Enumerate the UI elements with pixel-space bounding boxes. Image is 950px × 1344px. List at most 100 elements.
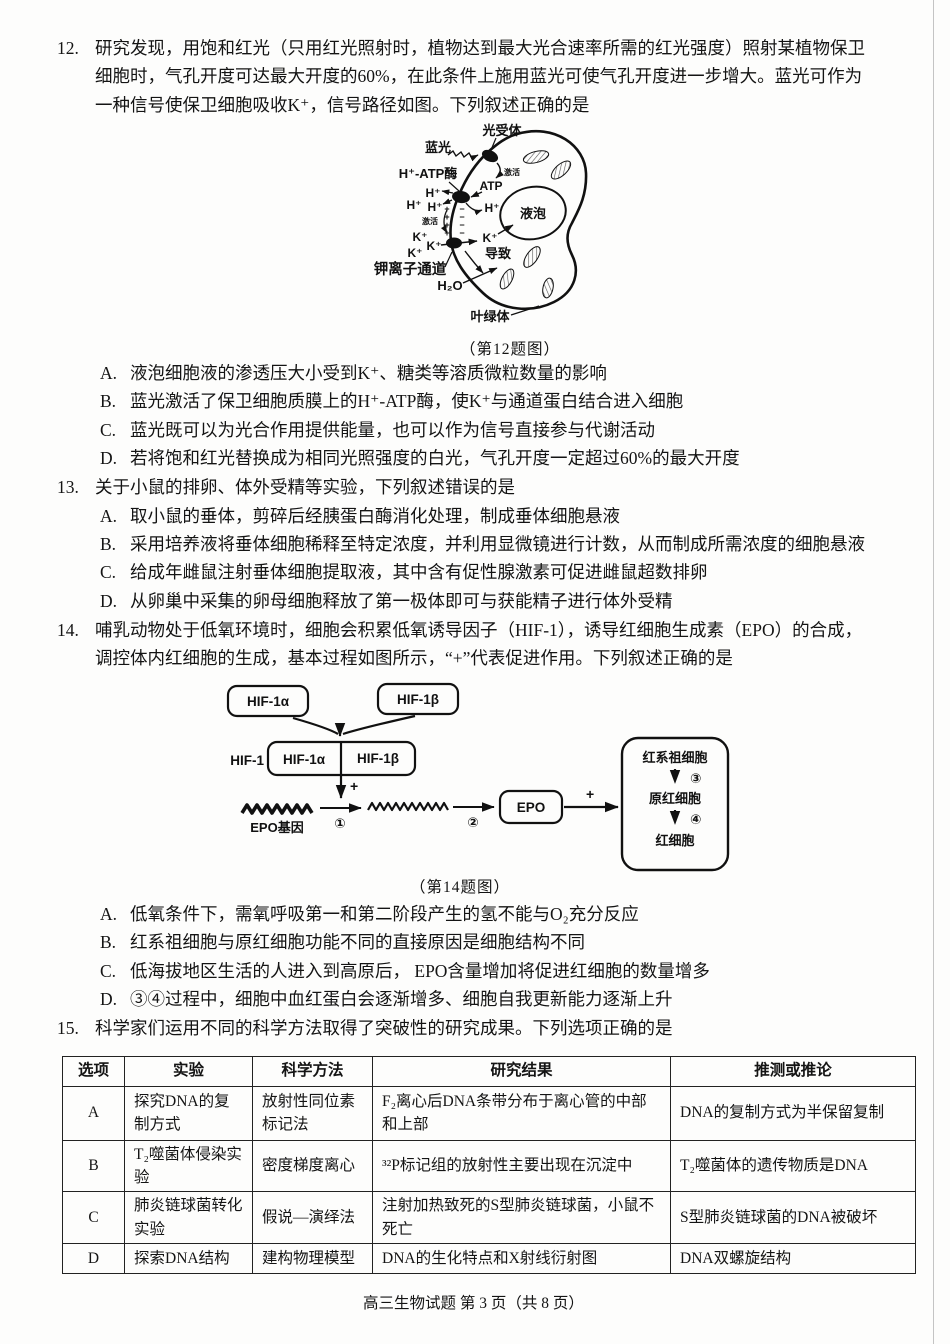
svg-text:+: + — [444, 212, 449, 222]
hif1a-complex-label: HIF-1α — [283, 752, 326, 767]
cell-experiment: 探索DNA结构 — [124, 1243, 253, 1275]
progenitor-cell-label: 红系祖细胞 — [642, 750, 707, 765]
blue-light-ray-arrow — [447, 149, 479, 162]
cell-method: 放射性同位素标记法 — [252, 1085, 373, 1141]
option-letter: B. — [100, 391, 117, 412]
question-14-number: 14. — [57, 620, 79, 641]
cell-option: C — [62, 1191, 125, 1245]
svg-text:−: − — [459, 212, 464, 222]
question-14-option-a: A.低氧条件下，需氧呼吸第一和第二阶段产生的氢不能与O₂充分反应 — [57, 900, 920, 928]
option-text: 蓝光既可以为光合作用提供能量，也可以作为信号直接参与代谢活动 — [130, 419, 655, 440]
question-12-option-a: A.液泡细胞液的渗透压大小受到K⁺、糖类等溶质微粒数量的影响 — [57, 359, 920, 387]
guard-cell-diagram: 液泡 光受体 蓝光 激活 H⁺-ATP酶 ATP — [374, 123, 588, 324]
question-14-option-c: C.低海拔地区生活的人进入到高原后， EPO含量增加将促进红细胞的数量增多 — [57, 957, 920, 985]
pump-out-arrow-2 — [442, 198, 453, 205]
cell-result: 注射加热致死的S型肺炎链球菌，小鼠不死亡 — [372, 1191, 671, 1245]
option-text: ③④过程中，细胞中血红蛋白会逐渐增多、细胞自我更新能力逐渐上升 — [130, 988, 673, 1009]
question-12-option-c: C. 蓝光既可以为光合作用提供能量，也可以作为信号直接参与代谢活动 — [57, 416, 920, 444]
k-to-vacuole-arrow — [497, 224, 514, 235]
option-text: 取小鼠的垂体，剪碎后经胰蛋白酶消化处理，制成垂体细胞悬液 — [130, 505, 620, 526]
cell-inference: T₂噬菌体的遗传物质是DNA — [670, 1139, 916, 1193]
water-label: H₂O — [437, 278, 462, 293]
cell-option: D — [62, 1243, 125, 1275]
col-header-option: 选项 — [62, 1055, 125, 1087]
svg-text:−: − — [459, 228, 464, 238]
question-12-option-b: B.蓝光激活了保卫细胞质膜上的H⁺-ATP酶，使K⁺与通道蛋白结合进入细胞 — [57, 387, 920, 415]
hif1b-complex-label: HIF-1β — [357, 751, 399, 766]
cell-experiment: T₂噬菌体侵染实验 — [124, 1139, 253, 1193]
table-row: A 探究DNA的复制方式 放射性同位素标记法 F₂离心后DNA条带分布于离心管的… — [62, 1085, 916, 1141]
question-13-number: 13. — [57, 477, 79, 498]
svg-text:+: + — [444, 220, 449, 230]
question-13-option-b: B. 采用培养液将垂体细胞稀释至特定浓度，并利用显微镜进行计数，从而制成所需浓度的… — [57, 530, 920, 558]
water-in-arrow — [462, 267, 498, 284]
question-12-stem-block: 12. 研究发现，用饱和红光（只用红光照射时，植物达到最大光合速率所需的红光强度… — [57, 34, 920, 119]
cell-result: DNA的生化特点和X射线衍射图 — [372, 1243, 671, 1275]
figure-12-caption: （第12题图） — [459, 341, 560, 359]
table-header-row: 选项 实验 科学方法 研究结果 推测或推论 — [62, 1055, 916, 1087]
question-14-option-b: B. 红系祖细胞与原红细胞功能不同的直接原因是细胞结构不同 — [57, 928, 920, 956]
col-header-inference: 推测或推论 — [670, 1055, 916, 1087]
pump-in-arrow — [465, 202, 483, 216]
option-letter: B. — [100, 534, 117, 555]
option-text: 低海拔地区生活的人进入到高原后， EPO含量增加将促进红细胞的数量增多 — [130, 960, 710, 981]
photoreceptor-pointer-line — [490, 137, 497, 151]
k-influx-arrow — [440, 238, 478, 246]
cell-method: 建构物理模型 — [252, 1243, 373, 1275]
option-letter: B. — [100, 932, 117, 953]
chloroplast-label: 叶绿体 — [470, 309, 510, 324]
question-13-option-d: D.从卵巢中采集的卵母细胞释放了第一极体即可与获能精子进行体外受精 — [57, 587, 920, 615]
k-out-3: K⁺ — [408, 246, 423, 260]
option-text: 采用培养液将垂体细胞稀释至特定浓度，并利用显微镜进行计数，从而制成所需浓度的细胞… — [130, 534, 865, 555]
k-in: K⁺ — [483, 231, 498, 245]
cell-lineage-box — [620, 736, 730, 872]
cell-inference: DNA双螺旋结构 — [670, 1243, 916, 1275]
col-header-result: 研究结果 — [372, 1055, 671, 1087]
question-13-option-a: A.取小鼠的垂体，剪碎后经胰蛋白酶消化处理，制成垂体细胞悬液 — [57, 502, 920, 530]
cell-option: A — [62, 1085, 125, 1141]
option-letter: A. — [100, 903, 118, 924]
mrna-zigzag — [367, 801, 449, 811]
page-footer: 高三生物试题 第 3 页（共 8 页） — [363, 1295, 584, 1313]
cell-result: F₂离心后DNA条带分布于离心管的中部和上部 — [372, 1085, 671, 1141]
h-in: H⁺ — [485, 201, 500, 215]
h-out-3: H⁺ — [428, 200, 443, 214]
atpase-pointer-line — [448, 181, 460, 192]
cell-method: 假说—演绎法 — [252, 1191, 373, 1245]
step1-label: ① — [334, 816, 345, 831]
epo-gene-label: EPO基因 — [250, 820, 303, 835]
table-row: D 探索DNA结构 建构物理模型 DNA的生化特点和X射线衍射图 DNA双螺旋结… — [62, 1243, 916, 1275]
figure-14-caption: （第14题图） — [409, 878, 510, 896]
cell-result: ³²P标记组的放射性主要出现在沉淀中 — [372, 1139, 671, 1193]
atp-to-pump-arrow — [470, 190, 483, 198]
svg-text:−: − — [459, 204, 464, 214]
hif1b-top-box — [376, 682, 460, 715]
svg-text:+: + — [444, 204, 449, 214]
question-14-stem-block: 14. 哺乳动物处于低氧环境时，细胞会积累低氧诱导因子（HIF-1），诱导红细胞… — [57, 616, 920, 673]
option-letter: C. — [100, 419, 117, 440]
leads-to-label: 导致 — [485, 246, 512, 261]
pump-out-arrow-1 — [441, 189, 454, 196]
svg-text:−: − — [459, 220, 464, 230]
hif1-label: HIF-1 — [230, 753, 264, 768]
k-out-2: K⁺ — [427, 239, 442, 253]
cell-method: 密度梯度离心 — [252, 1139, 373, 1193]
question-12-stem: 研究发现，用饱和红光（只用红光照射时，植物达到最大光合速率所需的红光强度）照射某… — [95, 38, 865, 115]
promote-plus-1: + — [350, 778, 358, 794]
k-out-1: K⁺ — [413, 230, 428, 244]
table-row: C 肺炎链球菌转化实验 假说—演绎法 注射加热致死的S型肺炎链球菌，小鼠不死亡 … — [62, 1191, 916, 1245]
hif1a-top-box — [226, 684, 310, 717]
epo-box — [498, 789, 564, 824]
epo-pathway-diagram: HIF-1α HIF-1β HIF-1 HIF-1α HIF-1β + EPO基… — [226, 682, 730, 872]
option-text: 红系祖细胞与原红细胞功能不同的直接原因是细胞结构不同 — [130, 932, 585, 953]
activate-channel-arrow — [440, 209, 448, 234]
channel-down-arrow — [464, 250, 484, 274]
option-letter: A. — [100, 363, 118, 384]
chloroplast-pointer-line — [510, 305, 540, 316]
question-13-stem: 关于小鼠的排卵、体外受精等实验，下列叙述错误的是 — [95, 477, 515, 498]
question-14-option-d: D.③④过程中，细胞中血红蛋白会逐渐增多、细胞自我更新能力逐渐上升 — [57, 985, 920, 1013]
k-channel-pointer-line — [444, 251, 453, 268]
cell-experiment: 肺炎链球菌转化实验 — [124, 1191, 253, 1245]
option-letter: C. — [100, 562, 117, 583]
